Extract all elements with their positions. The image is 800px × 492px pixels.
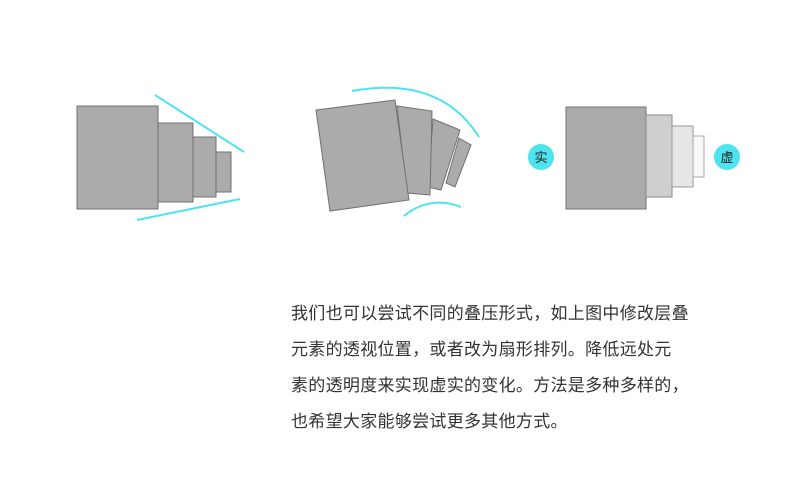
description-paragraph: 我们也可以尝试不同的叠压形式，如上图中修改层叠 元素的透视位置，或者改为扇形排列… <box>291 296 731 440</box>
faded-label: 虚 <box>720 151 733 166</box>
perspective-stack <box>76 94 245 221</box>
stack-box-3 <box>192 136 217 198</box>
opacity-box-2 <box>645 114 673 198</box>
faded-badge <box>714 144 740 170</box>
perspective-guide-top <box>154 94 245 153</box>
perspective-guide-bottom <box>136 198 241 221</box>
solid-label: 实 <box>534 151 547 166</box>
fan-stack <box>315 86 480 217</box>
fan-arc-bottom <box>403 201 462 217</box>
fan-box-4 <box>445 137 472 188</box>
fan-arc-top <box>351 86 480 138</box>
opacity-stack: 实 虚 <box>528 106 740 210</box>
stack-box-1 <box>76 105 159 210</box>
fan-box-1 <box>315 99 410 212</box>
opacity-box-1 <box>565 106 647 210</box>
paragraph-line: 我们也可以尝试不同的叠压形式，如上图中修改层叠 <box>291 304 689 324</box>
paragraph-line: 也希望大家能够尝试更多其他方式。 <box>291 412 568 432</box>
solid-badge <box>528 144 554 170</box>
opacity-box-4 <box>692 135 705 178</box>
stack-box-4 <box>215 151 232 193</box>
paragraph-line: 元素的透视位置，或者改为扇形排列。降低远处元 <box>291 340 672 360</box>
stack-box-2 <box>157 122 194 203</box>
paragraph-line: 素的透明度来实现虚实的变化。方法是多种多样的， <box>291 376 689 396</box>
opacity-box-3 <box>671 125 694 188</box>
